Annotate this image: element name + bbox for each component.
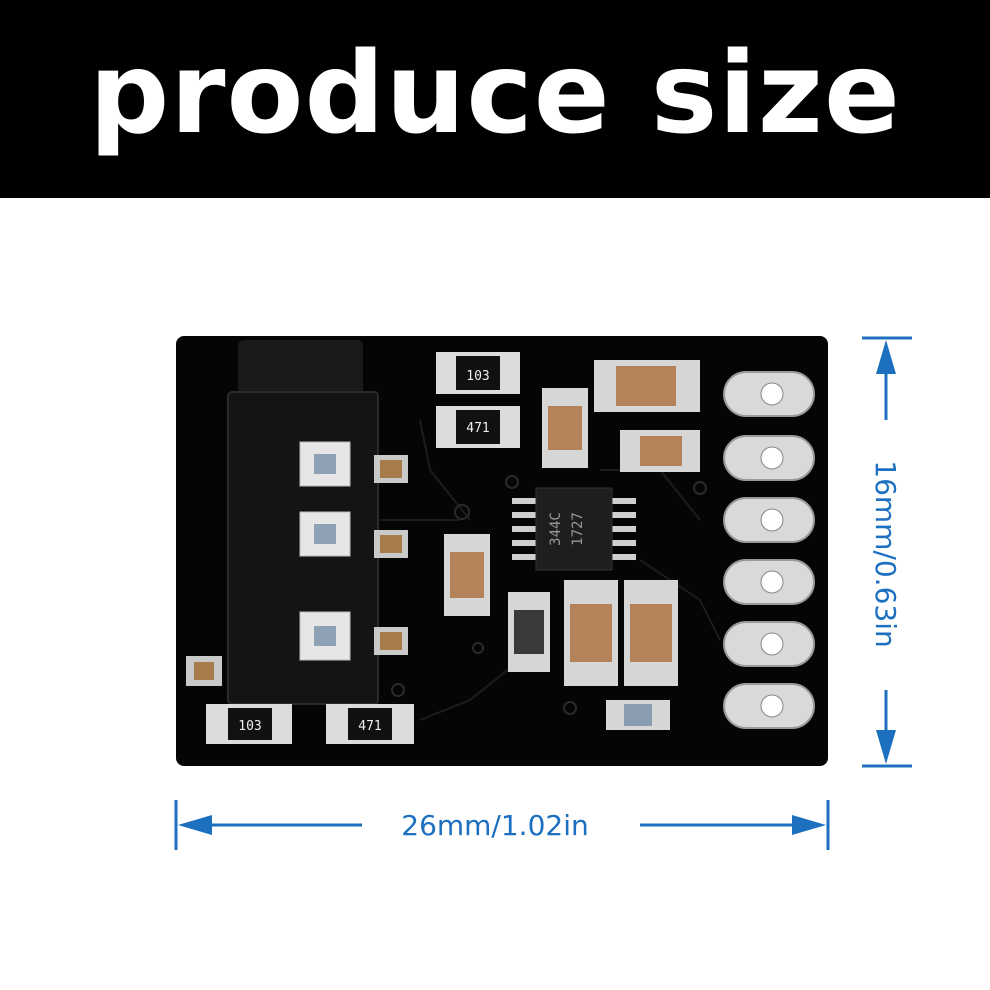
page-title: produce size bbox=[89, 29, 901, 159]
resistor-code: 471 bbox=[466, 421, 489, 436]
vias bbox=[391, 475, 707, 715]
resistor-r2: 471 bbox=[436, 406, 520, 448]
resistor-r1: 103 bbox=[436, 352, 520, 394]
header-banner: produce size bbox=[0, 0, 990, 198]
pin-pads bbox=[723, 371, 815, 729]
chip-marking-line2: 1727 bbox=[570, 512, 586, 546]
height-label: 16mm/0.63in bbox=[869, 460, 902, 648]
resistor-r4: 471 bbox=[326, 704, 414, 744]
ic-chip: 344C 1727 bbox=[512, 487, 636, 571]
resistor-code: 471 bbox=[358, 719, 381, 734]
resistor-r3: 103 bbox=[206, 704, 292, 744]
width-label: 26mm/1.02in bbox=[401, 809, 589, 842]
resistor-code: 103 bbox=[238, 719, 261, 734]
audio-jack bbox=[186, 340, 408, 705]
chip-marking-line1: 344C bbox=[548, 512, 564, 546]
resistor-code: 103 bbox=[466, 369, 489, 384]
capacitors bbox=[444, 360, 700, 730]
height-dimension-arrow bbox=[862, 336, 912, 768]
width-dimension-arrow bbox=[174, 800, 830, 850]
